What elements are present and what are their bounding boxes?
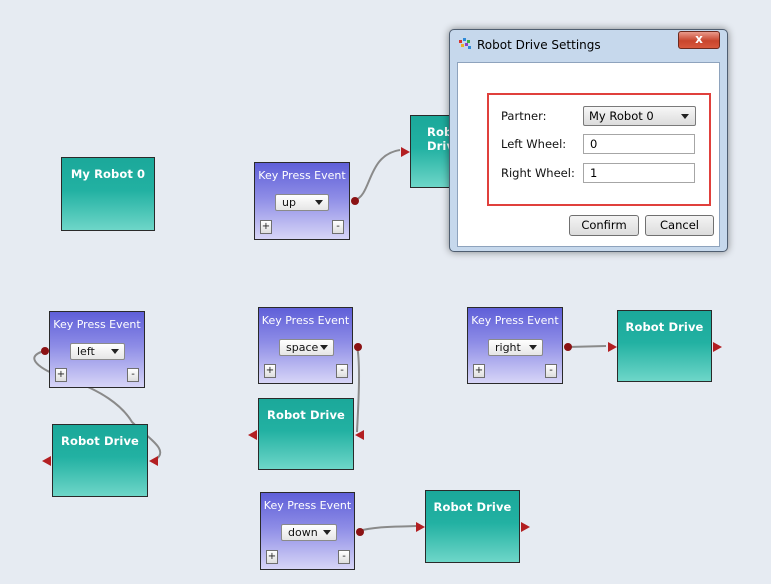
block-title: My Robot 0	[70, 167, 146, 181]
key-press-event-left[interactable]: Key Press Event left + -	[41, 311, 145, 388]
robot-drive-block-down[interactable]: Robot Drive	[416, 490, 530, 563]
partner-select[interactable]: My Robot 0	[583, 106, 696, 126]
output-connector-dot[interactable]	[356, 528, 364, 536]
chevron-down-icon	[529, 345, 537, 350]
key-select[interactable]: left	[70, 343, 125, 360]
input-port-arrow[interactable]	[416, 522, 425, 532]
partner-select-value: My Robot 0	[589, 109, 654, 123]
partner-label: Partner:	[501, 109, 547, 123]
input-port-arrow[interactable]	[355, 430, 364, 440]
wire-down-to-robot-drive	[357, 525, 417, 532]
block-title: Key Press Event	[261, 314, 350, 327]
block-title: Key Press Event	[471, 314, 559, 327]
key-press-event-down[interactable]: Key Press Event down + -	[260, 492, 364, 570]
add-button[interactable]: +	[473, 364, 485, 378]
robot-drive-settings-dialog[interactable]: Robot Drive Settings x Partner: My Robot…	[449, 29, 728, 252]
chevron-down-icon	[315, 200, 323, 205]
key-select-value: right	[495, 341, 521, 354]
input-port-arrow[interactable]	[149, 456, 158, 466]
robot-drive-block-space[interactable]: Robot Drive	[248, 398, 364, 470]
settings-highlight-box: Partner: My Robot 0 Left Wheel: 0 Right …	[487, 93, 711, 206]
chevron-down-icon	[111, 349, 119, 354]
output-connector-dot[interactable]	[564, 343, 572, 351]
chevron-down-icon	[681, 114, 689, 119]
right-wheel-label: Right Wheel:	[501, 166, 575, 180]
left-wheel-input[interactable]: 0	[583, 134, 695, 154]
key-select[interactable]: right	[488, 339, 543, 356]
key-select-value: space	[286, 341, 319, 354]
add-button[interactable]: +	[55, 368, 67, 382]
output-port-arrow[interactable]	[713, 342, 722, 352]
cancel-button[interactable]: Cancel	[645, 215, 714, 236]
block-title: Key Press Event	[53, 318, 141, 331]
dialog-content: Partner: My Robot 0 Left Wheel: 0 Right …	[457, 62, 720, 247]
input-port-arrow[interactable]	[608, 342, 617, 352]
right-wheel-input[interactable]: 1	[583, 163, 695, 183]
confirm-button[interactable]: Confirm	[569, 215, 639, 236]
robot-drive-block-right[interactable]: Robot Drive	[608, 310, 722, 382]
key-select[interactable]: up	[275, 194, 329, 211]
output-port-arrow[interactable]	[521, 522, 530, 532]
key-press-event-right[interactable]: Key Press Event right + -	[467, 307, 572, 384]
key-press-event-up[interactable]: Key Press Event up + -	[254, 162, 359, 240]
output-connector-dot[interactable]	[354, 343, 362, 351]
wire-right-to-robot-drive	[567, 345, 607, 348]
remove-button[interactable]: -	[127, 368, 139, 382]
app-icon	[459, 38, 471, 49]
remove-button[interactable]: -	[338, 550, 350, 564]
key-select-value: up	[282, 196, 296, 209]
output-connector-dot[interactable]	[41, 347, 49, 355]
output-port-arrow[interactable]	[248, 430, 257, 440]
key-select[interactable]: down	[281, 524, 337, 541]
left-wheel-label: Left Wheel:	[501, 137, 567, 151]
close-button[interactable]: x	[678, 31, 720, 49]
block-title: Key Press Event	[258, 169, 346, 182]
chevron-down-icon	[323, 530, 331, 535]
robot-block-my-robot-0[interactable]: My Robot 0	[61, 157, 155, 231]
input-port-arrow[interactable]	[401, 147, 410, 157]
output-connector-dot[interactable]	[351, 197, 359, 205]
remove-button[interactable]: -	[545, 364, 557, 378]
add-button[interactable]: +	[266, 550, 278, 564]
key-press-event-space[interactable]: Key Press Event space + -	[258, 307, 362, 384]
block-title: Robot Drive	[267, 408, 345, 422]
add-button[interactable]: +	[260, 220, 272, 234]
dialog-title: Robot Drive Settings	[477, 38, 601, 52]
output-port-arrow[interactable]	[42, 456, 51, 466]
add-button[interactable]: +	[264, 364, 276, 378]
key-select[interactable]: space	[279, 339, 334, 356]
block-title: Robot Drive	[433, 500, 512, 514]
chevron-down-icon	[320, 345, 328, 350]
wire-space-to-robot-drive	[356, 345, 361, 433]
key-select-value: left	[77, 345, 95, 358]
key-select-value: down	[288, 526, 318, 539]
dialog-titlebar[interactable]: Robot Drive Settings x	[450, 30, 727, 58]
remove-button[interactable]: -	[336, 364, 348, 378]
remove-button[interactable]: -	[332, 220, 344, 234]
wire-up-to-robot-drive	[354, 149, 401, 201]
block-title: Robot Drive	[625, 320, 704, 334]
robot-drive-block-left[interactable]: Robot Drive	[42, 424, 158, 497]
block-title: Robot Drive	[61, 434, 139, 448]
block-title: Key Press Event	[263, 499, 352, 512]
